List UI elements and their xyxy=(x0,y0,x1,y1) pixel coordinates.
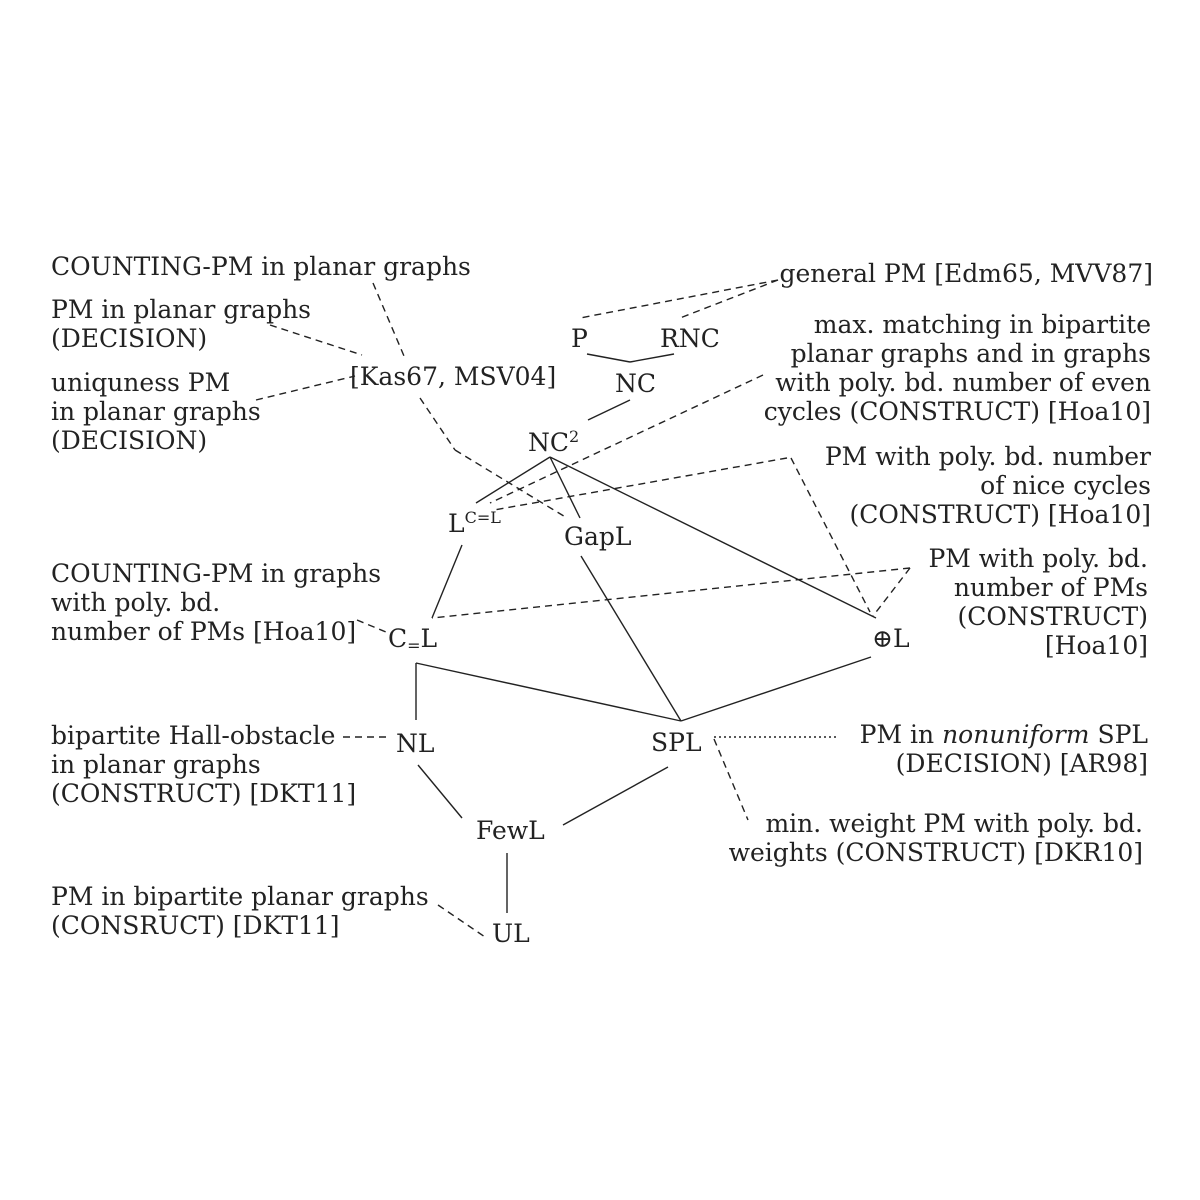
edge-nc2-lceql xyxy=(475,456,551,504)
nonuniform-pre: PM in xyxy=(859,720,943,749)
link-kas-down xyxy=(419,397,456,451)
node-nc2: NC2 xyxy=(528,428,579,457)
label-nonuniform-spl: PM in nonuniform SPL(DECISION) [AR98] xyxy=(860,720,1148,778)
citation-kas67-msv04: [Kas67, MSV04] xyxy=(350,362,557,391)
lceql-sup: C=L xyxy=(464,508,501,527)
label-nice-cycles: PM with poly. bd. number of nice cycles … xyxy=(824,442,1151,529)
node-nl: NL xyxy=(396,729,435,758)
label-counting-polybd: COUNTING-PM in graphs with poly. bd. num… xyxy=(51,559,382,646)
node-fewl: FewL xyxy=(476,816,545,845)
node-nc: NC xyxy=(615,369,657,398)
link-general-rnc xyxy=(679,279,779,319)
edge-nc-nc2 xyxy=(587,399,631,421)
edge-nc2-gapl xyxy=(549,456,581,519)
label-pm-planar: PM in planar graphs (DECISION) xyxy=(51,295,312,353)
link-general-p xyxy=(579,279,779,319)
node-ul: UL xyxy=(492,919,530,948)
node-p: P xyxy=(571,324,588,353)
edge-nl-fewl xyxy=(417,764,463,819)
link-pm-bip-planar xyxy=(437,904,486,938)
nonuniform-em: nonuniform xyxy=(942,720,1090,749)
link-min-weight xyxy=(713,738,749,821)
ceql-tail: L xyxy=(420,624,438,653)
label-general-pm: general PM [Edm65, MVV87] xyxy=(779,259,1153,288)
link-nice-cycles-a xyxy=(493,457,788,511)
label-polybd-pms: PM with poly. bd. number of PMs (CONSTRU… xyxy=(928,544,1148,660)
link-unique-pm xyxy=(255,375,356,401)
ceql-base: C xyxy=(388,624,408,653)
node-spl: SPL xyxy=(651,728,702,757)
edge-xorl-spl xyxy=(680,656,872,722)
link-counting-planar xyxy=(372,282,405,357)
link-polybd-xorl xyxy=(872,567,911,617)
link-pm-planar xyxy=(269,324,363,356)
label-counting-planar: COUNTING-PM in planar graphs xyxy=(51,252,471,281)
link-max-matching xyxy=(489,374,764,504)
label-unique-pm: uniquness PM in planar graphs (DECISION) xyxy=(51,368,261,455)
lceql-base: L xyxy=(448,509,465,538)
edge-lceql-ceql xyxy=(431,544,463,619)
link-kas-gapl xyxy=(454,449,568,519)
node-lceql: LC=L xyxy=(448,509,501,538)
label-max-matching: max. matching in bipartite planar graphs… xyxy=(763,310,1151,426)
edge-p-nc xyxy=(586,353,631,363)
ceql-sub: = xyxy=(407,636,421,655)
link-counting-polybd xyxy=(356,619,387,633)
node-xorl: ⊕L xyxy=(872,624,910,653)
node-rnc: RNC xyxy=(660,324,720,353)
label-min-weight: min. weight PM with poly. bd. weights (C… xyxy=(728,809,1143,867)
edge-ceql-spl xyxy=(415,662,682,722)
edge-gapl-spl xyxy=(580,555,682,722)
link-nice-cycles-b xyxy=(790,457,871,613)
node-ceql: C=L xyxy=(388,624,438,655)
edge-spl-fewl xyxy=(562,766,669,826)
label-pm-bipartite-planar: PM in bipartite planar graphs (CONSRUCT)… xyxy=(51,882,429,940)
link-polybd-ceql xyxy=(431,567,911,619)
edge-rnc-nc xyxy=(629,353,675,363)
label-hall-obstacle: bipartite Hall-obstacle in planar graphs… xyxy=(51,721,357,808)
nc2-base: NC xyxy=(528,428,570,457)
node-gapl: GapL xyxy=(564,522,632,551)
nc2-sup: 2 xyxy=(569,427,580,446)
nonuniform-line2: (DECISION) [AR98] xyxy=(895,749,1148,778)
edge-nc2-xorl xyxy=(549,456,877,619)
nonuniform-post: SPL xyxy=(1089,720,1148,749)
